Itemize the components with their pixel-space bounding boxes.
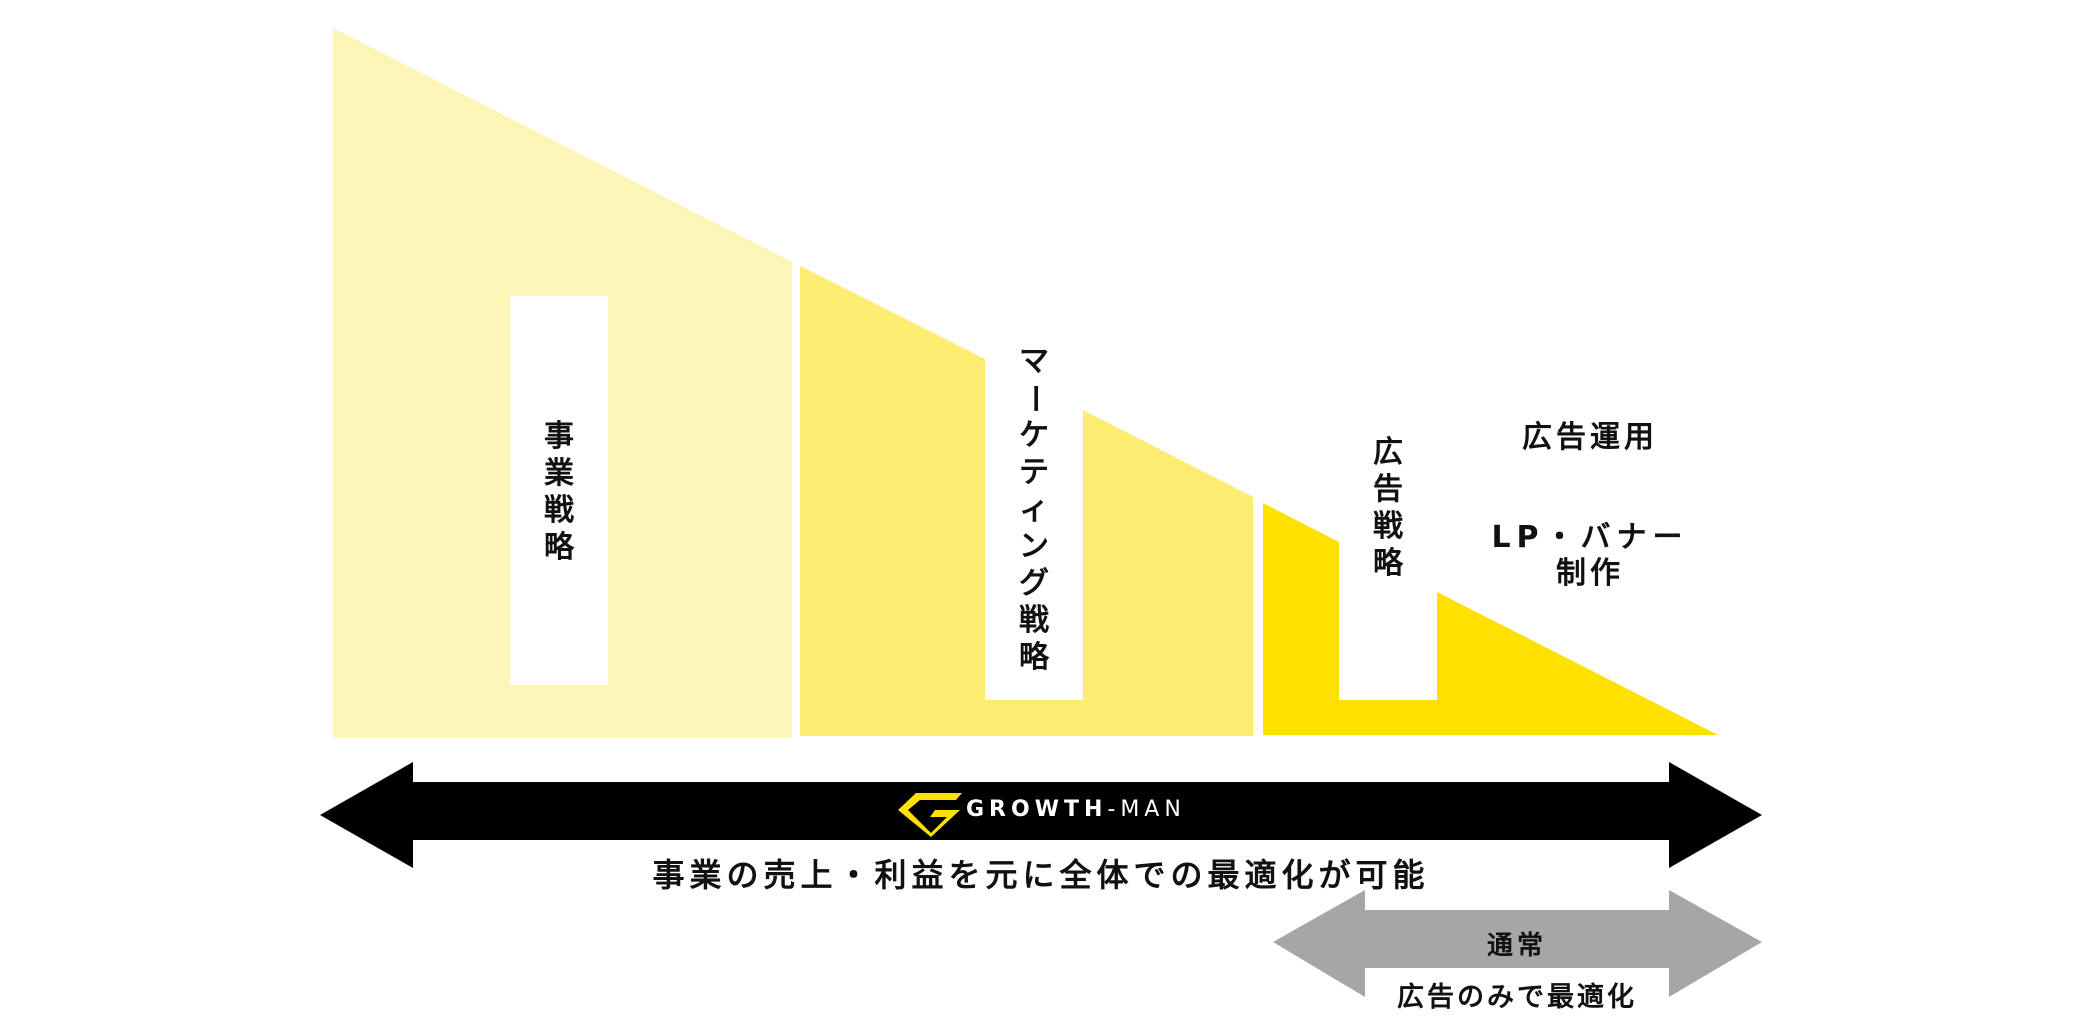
stage-business-label: 事 業 戦 略 — [510, 418, 608, 566]
label-char: マ — [1019, 344, 1049, 379]
label-char: 戦 — [1019, 603, 1049, 638]
stage-ad-label: 広 告 戦 略 — [1339, 434, 1437, 582]
stage-marketing-label: マ ー ケ テ ィ ン グ 戦 略 — [985, 343, 1083, 676]
label-char: 戦 — [1373, 509, 1403, 544]
label-char: 戦 — [544, 493, 574, 528]
label-char: 略 — [1373, 546, 1403, 581]
label-char: ー — [1016, 383, 1052, 414]
growth-man-logo-text: GROWTH-MAN — [966, 797, 1186, 822]
label-char: テ — [1019, 455, 1049, 490]
logo-text-light: -MAN — [1107, 797, 1186, 822]
label-char: 広 — [1373, 435, 1403, 470]
stage-business-label-box — [510, 296, 608, 685]
normal-arrow-caption: 広告のみで最適化 — [1397, 982, 1637, 1013]
label-char: 略 — [1019, 640, 1049, 675]
label-char: ン — [1019, 529, 1049, 564]
lp-banner-label-line1: LP・バナー — [1491, 520, 1689, 555]
lp-banner-label-line2: 制作 — [1556, 556, 1624, 591]
label-char: 事 — [544, 419, 574, 454]
main-arrow-caption: 事業の売上・利益を元に全体での最適化が可能 — [652, 856, 1430, 894]
label-char: ィ — [1019, 492, 1049, 527]
ad-operation-label: 広告運用 — [1522, 420, 1658, 455]
normal-double-arrow — [1273, 890, 1762, 997]
stage-marketing-shape — [800, 266, 1253, 736]
label-char: ケ — [1019, 418, 1049, 453]
label-char: グ — [1019, 566, 1049, 601]
normal-arrow-label: 通常 — [1486, 931, 1547, 961]
growth-man-logo-icon — [898, 793, 962, 837]
label-char: 業 — [544, 456, 574, 491]
stage-ad-shape — [1263, 503, 1718, 735]
logo-text-bold: GROWTH — [966, 797, 1108, 822]
label-char: 告 — [1373, 472, 1403, 507]
main-double-arrow — [320, 762, 1762, 868]
label-char: 略 — [544, 530, 574, 565]
